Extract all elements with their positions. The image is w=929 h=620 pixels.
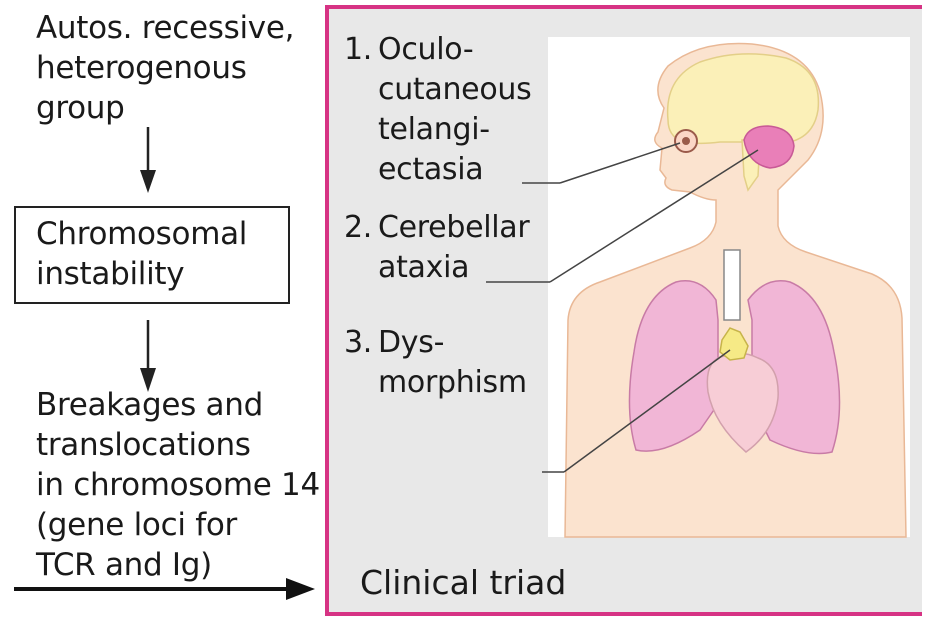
triad-item-1-text: Oculo- cutaneous telangi- ectasia [378, 30, 531, 190]
triad-item-3-text: Dys- morphism [378, 323, 527, 403]
triad-item-2-number: 2. [344, 208, 372, 248]
clinical-triad-title: Clinical triad [360, 563, 566, 603]
triad-item-3-number: 3. [344, 323, 372, 363]
arrow-down-2 [140, 320, 156, 392]
triad-item-2-text: Cerebellar ataxia [378, 208, 529, 288]
trachea-shape [724, 250, 740, 320]
arrow-right [14, 578, 315, 600]
arrow-down-1 [140, 127, 156, 193]
triad-item-1-number: 1. [344, 30, 372, 70]
eye-shape [675, 130, 697, 152]
